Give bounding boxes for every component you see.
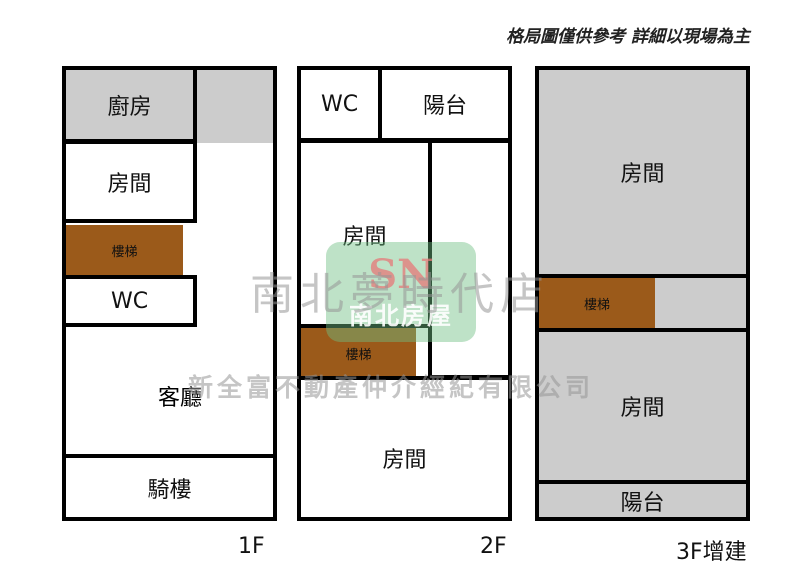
floor-2-label: 2F: [480, 534, 507, 559]
floor-3-room-bottom: 房間: [535, 328, 750, 484]
floor-2-wc: WC: [297, 66, 382, 142]
floor-1-stairs: 樓梯: [66, 225, 183, 275]
floor-1-living-label: 客廳: [157, 386, 202, 411]
floor-1-wc: WC: [62, 275, 197, 327]
floor-2-balcony-label: 陽台: [422, 94, 467, 119]
floor-1-living: 客廳: [120, 380, 240, 412]
disclaimer-note: 格局圖僅供參考 詳細以現場為主: [506, 27, 750, 47]
company-watermark: 新全富不動產仲介經紀有限公司: [188, 373, 595, 402]
floor-3-stairs: 樓梯: [539, 278, 655, 328]
logo-mark: SN: [368, 250, 434, 298]
floor-2-stairs: 樓梯: [301, 328, 416, 378]
floor-3-room-top-label: 房間: [620, 162, 665, 187]
floor-3-room-bottom-label: 房間: [620, 396, 665, 421]
floor-2-side-room: [428, 139, 512, 379]
floor-1-gray-area: [195, 66, 277, 143]
floor-3-stairs-label: 樓梯: [583, 297, 610, 313]
brand-watermark: 南北夢時代店: [250, 269, 550, 320]
floor-1-label: 1F: [238, 534, 265, 559]
floor-2-room-bottom: 房間: [297, 376, 512, 521]
floor-3-room-top: 房間: [535, 66, 750, 278]
logo-name: 南北房屋: [349, 301, 453, 330]
floor-2-room-top-label: 房間: [342, 225, 387, 250]
floor-1-wc-label: WC: [110, 288, 149, 314]
floor-3-balcony-label: 陽台: [620, 490, 665, 516]
floor-1-stairs-label: 樓梯: [111, 244, 138, 260]
floor-1-kitchen-label: 廚房: [107, 94, 152, 120]
floor-2-wc-label: WC: [320, 91, 359, 117]
floor-2-stairs-label: 樓梯: [345, 347, 372, 363]
floor-2-balcony: 陽台: [378, 66, 512, 142]
floor-1-arcade: 騎樓: [62, 454, 277, 521]
floor-1-room: 房間: [62, 140, 197, 223]
floor-2-room-bottom-label: 房間: [382, 448, 427, 473]
floor-2-room-top: 房間: [297, 139, 432, 328]
floor-3-label: 3F增建: [676, 540, 747, 565]
company-logo: SN 南北房屋: [326, 242, 476, 342]
floor-3-balcony: 陽台: [535, 480, 750, 521]
floor-1-arcade-label: 騎樓: [147, 477, 192, 503]
floor-1-room-label: 房間: [107, 171, 152, 197]
floor-1-kitchen: 廚房: [62, 66, 197, 143]
